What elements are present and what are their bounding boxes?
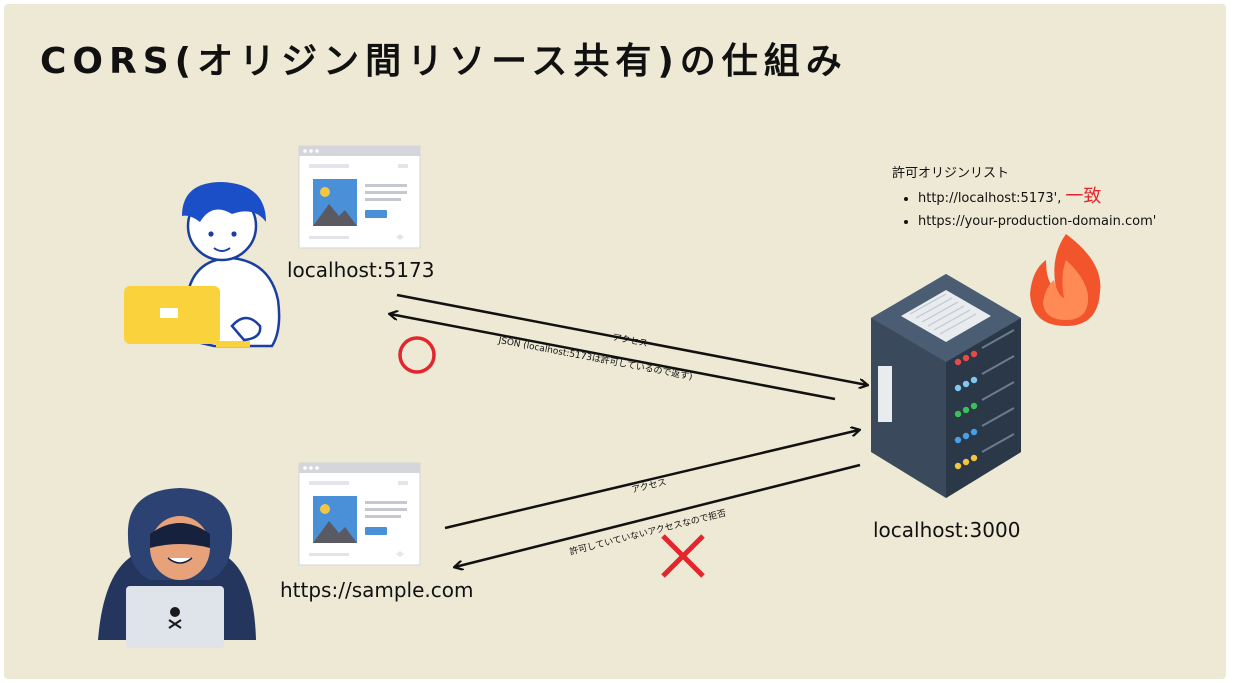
- allowlist-item: http://localhost:5173',一致: [918, 182, 1156, 208]
- attacker-origin-label: https://sample.com: [280, 578, 474, 602]
- server-origin-label: localhost:3000: [873, 518, 1021, 542]
- client-origin-label: localhost:5173: [287, 258, 435, 282]
- server-icon: [871, 274, 1021, 498]
- client-request-arrow: [396, 293, 867, 385]
- hacker-with-laptop-icon: [98, 488, 256, 648]
- allowlist: http://localhost:5173',一致 https://your-p…: [900, 182, 1156, 235]
- allowlist-item-text: https://your-production-domain.com': [918, 214, 1157, 229]
- browser-window-icon: [298, 145, 421, 249]
- user-with-laptop-icon: [124, 182, 281, 348]
- allowlist-item-text: http://localhost:5173',: [918, 191, 1062, 206]
- circle-ok-icon: [398, 336, 436, 374]
- server-status-leds: [954, 350, 978, 470]
- allowlist-title: 許可オリジンリスト: [892, 166, 1010, 181]
- attacker-response-arrow: [455, 463, 861, 567]
- client-response-arrow: [390, 314, 836, 401]
- page-title: CORS(オリジン間リソース共有)の仕組み: [40, 41, 848, 82]
- cross-denied-icon: [661, 534, 705, 578]
- browser-window-icon: [298, 462, 421, 566]
- fire-icon: [1030, 234, 1101, 326]
- attacker-request-arrow: [444, 430, 859, 530]
- match-label: 一致: [1065, 186, 1102, 207]
- allowlist-item: https://your-production-domain.com': [918, 214, 1156, 229]
